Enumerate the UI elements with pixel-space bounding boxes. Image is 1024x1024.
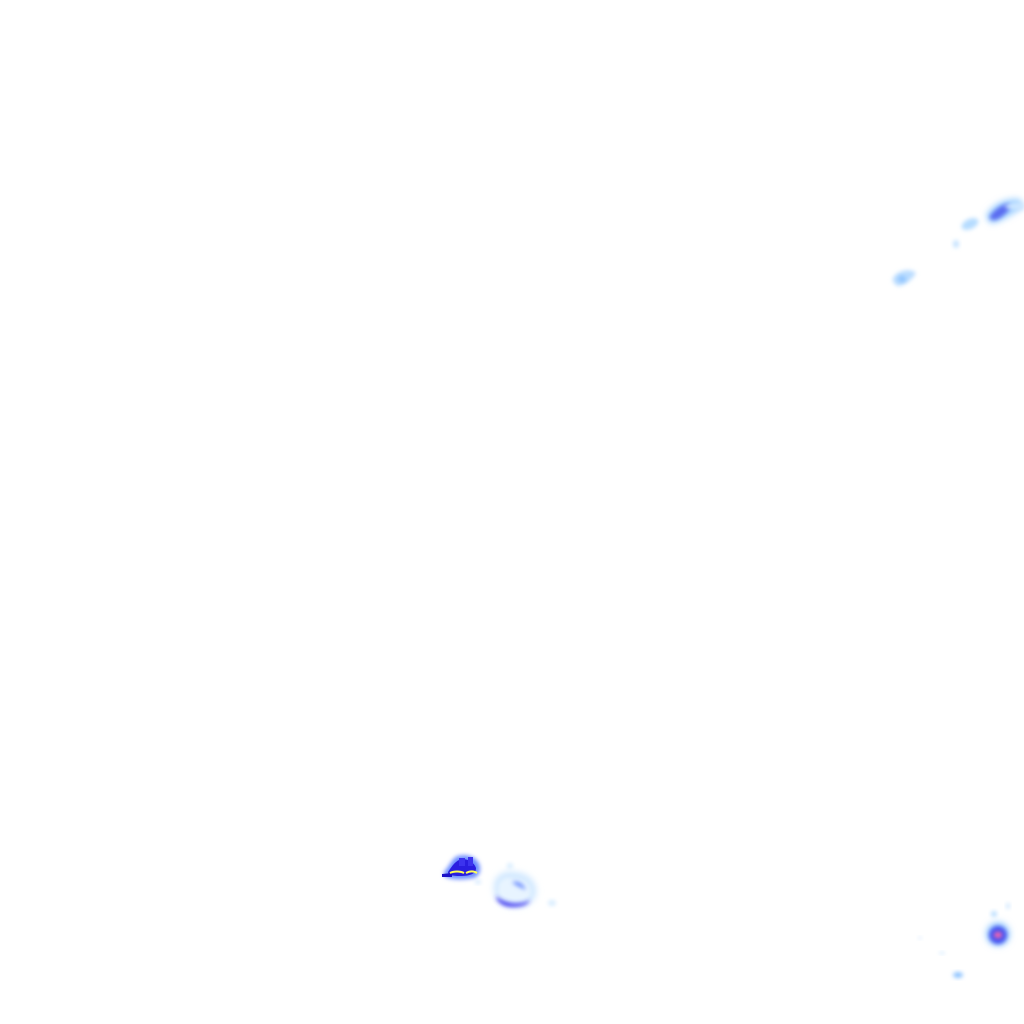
precip-cell-south-center-cloud	[494, 863, 556, 908]
precip-cell-south-center	[442, 855, 481, 884]
precip-cell-northeast-band	[986, 198, 1024, 224]
precip-cell-southeast-speckles	[918, 936, 963, 978]
precip-cell-northeast-fragments	[892, 218, 979, 286]
precip-cell-southeast	[986, 903, 1010, 946]
